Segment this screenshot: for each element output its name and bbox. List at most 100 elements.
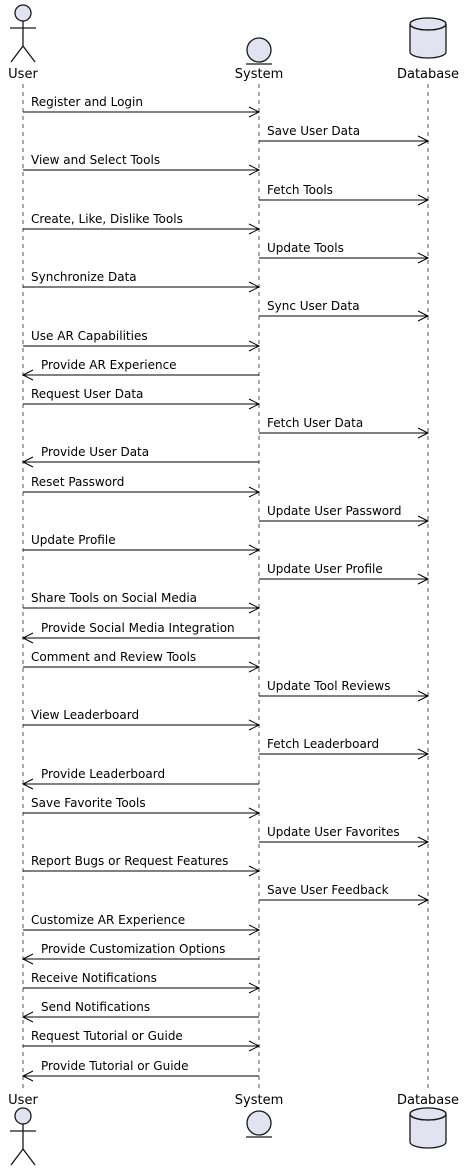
message-label: Provide Tutorial or Guide <box>41 1059 189 1073</box>
message-label: Provide Leaderboard <box>41 767 165 781</box>
arrowhead-icon <box>21 1011 34 1023</box>
message-33: Request Tutorial or Guide <box>23 1029 261 1052</box>
message-label: Provide AR Experience <box>41 358 177 372</box>
message-label: Register and Login <box>31 95 143 109</box>
arrowhead-icon <box>21 778 34 790</box>
message-8: Sync User Data <box>259 299 430 322</box>
message-6: Update Tools <box>259 241 430 264</box>
message-32: Send Notifications <box>21 1000 259 1023</box>
message-label: Save User Data <box>267 124 360 138</box>
arrowhead-icon <box>248 486 261 498</box>
arrowhead-icon <box>248 865 261 877</box>
entity-circle <box>246 37 272 63</box>
actor-leg-left <box>10 45 24 63</box>
message-label: Fetch Leaderboard <box>267 737 379 751</box>
system-entity-icon <box>246 1110 272 1138</box>
message-label: View and Select Tools <box>31 153 160 167</box>
message-10: Provide AR Experience <box>21 358 259 381</box>
message-25: Save Favorite Tools <box>23 796 261 819</box>
arrowhead-icon <box>248 807 261 819</box>
message-19: Provide Social Media Integration <box>21 621 259 644</box>
arrowhead-icon <box>21 456 34 468</box>
message-label: Update User Profile <box>267 562 383 576</box>
database-database-icon <box>409 17 447 59</box>
entity-circle <box>246 1110 272 1136</box>
arrowhead-icon <box>248 281 261 293</box>
message-label: Provide Social Media Integration <box>41 621 235 635</box>
message-13: Provide User Data <box>21 445 259 468</box>
arrowhead-icon <box>248 340 261 352</box>
actor-leg-right <box>22 45 36 63</box>
participant-label-database-bottom: Database <box>397 1093 459 1108</box>
arrowhead-icon <box>248 982 261 994</box>
user-actor-icon <box>10 4 36 63</box>
participant-label-user-bottom: User <box>8 1093 38 1108</box>
participant-label-user-top: User <box>8 67 38 82</box>
actor-head <box>14 1107 32 1125</box>
message-21: Update Tool Reviews <box>259 679 430 702</box>
message-16: Update Profile <box>23 533 261 556</box>
arrowhead-icon <box>248 661 261 673</box>
actor-leg-right <box>22 1148 36 1166</box>
message-7: Synchronize Data <box>23 270 261 293</box>
actor-head <box>14 4 32 22</box>
message-3: View and Select Tools <box>23 153 261 176</box>
message-17: Update User Profile <box>259 562 430 585</box>
arrowhead-icon <box>21 1070 34 1082</box>
message-29: Customize AR Experience <box>23 913 261 936</box>
message-label: Synchronize Data <box>31 270 137 284</box>
message-23: Fetch Leaderboard <box>259 737 430 760</box>
message-30: Provide Customization Options <box>21 942 259 965</box>
message-label: Reset Password <box>31 475 124 489</box>
message-12: Fetch User Data <box>259 416 430 439</box>
message-24: Provide Leaderboard <box>21 767 259 790</box>
arrowhead-icon <box>417 690 430 702</box>
message-label: View Leaderboard <box>31 708 139 722</box>
message-2: Save User Data <box>259 124 430 147</box>
message-label: Request Tutorial or Guide <box>31 1029 183 1043</box>
participant-label-system-top: System <box>235 67 283 82</box>
arrowhead-icon <box>417 836 430 848</box>
message-label: Save Favorite Tools <box>31 796 146 810</box>
message-label: Provide User Data <box>41 445 149 459</box>
database-rim <box>409 1113 447 1121</box>
message-label: Fetch Tools <box>267 183 333 197</box>
message-34: Provide Tutorial or Guide <box>21 1059 259 1082</box>
participant-label-system-bottom: System <box>235 1093 283 1108</box>
message-label: Update Tools <box>267 241 344 255</box>
message-5: Create, Like, Dislike Tools <box>23 212 261 235</box>
actor-leg-left <box>10 1148 24 1166</box>
arrowhead-icon <box>417 135 430 147</box>
message-label: Customize AR Experience <box>31 913 185 927</box>
message-label: Send Notifications <box>41 1000 150 1014</box>
arrowhead-icon <box>248 924 261 936</box>
arrowhead-icon <box>417 310 430 322</box>
message-26: Update User Favorites <box>259 825 430 848</box>
message-14: Reset Password <box>23 475 261 498</box>
message-label: Provide Customization Options <box>41 942 225 956</box>
message-label: Update User Favorites <box>267 825 400 839</box>
arrowhead-icon <box>248 164 261 176</box>
participant-label-database-top: Database <box>397 67 459 82</box>
arrowhead-icon <box>248 544 261 556</box>
message-label: Use AR Capabilities <box>31 329 148 343</box>
arrowhead-icon <box>21 369 34 381</box>
database-database-icon <box>409 1107 447 1149</box>
message-1: Register and Login <box>23 95 261 118</box>
message-20: Comment and Review Tools <box>23 650 261 673</box>
message-label: Report Bugs or Request Features <box>31 854 228 868</box>
arrowhead-icon <box>417 894 430 906</box>
message-18: Share Tools on Social Media <box>23 591 261 614</box>
arrowhead-icon <box>248 602 261 614</box>
message-label: Receive Notifications <box>31 971 157 985</box>
arrowhead-icon <box>417 194 430 206</box>
message-4: Fetch Tools <box>259 183 430 206</box>
message-label: Sync User Data <box>267 299 360 313</box>
message-label: Update User Password <box>267 504 402 518</box>
message-22: View Leaderboard <box>23 708 261 731</box>
message-label: Fetch User Data <box>267 416 363 430</box>
message-label: Save User Feedback <box>267 883 389 897</box>
message-27: Report Bugs or Request Features <box>23 854 261 877</box>
